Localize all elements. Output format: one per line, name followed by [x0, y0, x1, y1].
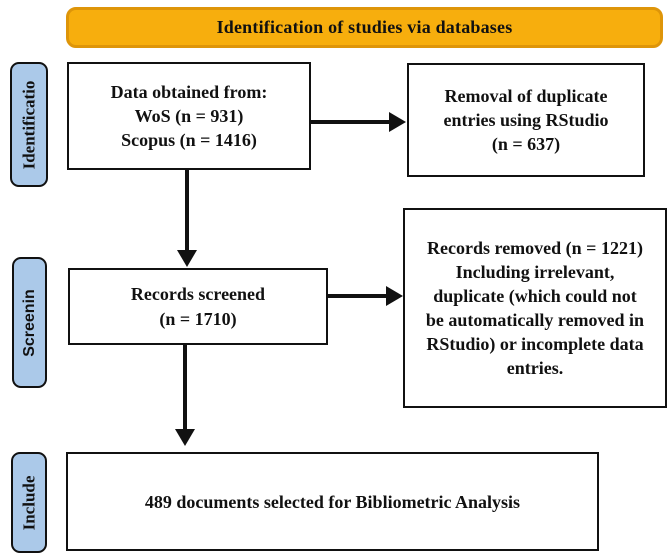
arrowhead-down-icon — [175, 429, 195, 446]
stage-label-identification: Identificatio — [10, 62, 48, 187]
box-duplicate-removal: Removal of duplicate entries using RStud… — [407, 63, 645, 177]
arrow-screened-to-removed-line — [328, 294, 386, 298]
arrowhead-right-icon — [389, 112, 406, 132]
arrow-data-to-screened-line — [185, 170, 189, 252]
box-data-obtained: Data obtained from: WoS (n = 931) Scopus… — [67, 62, 311, 170]
stage-label-screening: Screenin — [12, 257, 47, 388]
arrow-data-to-duplicates-line — [311, 120, 391, 124]
box-records-screened-line-1: Records screened — [130, 283, 266, 304]
box-records-removed-detail: Including irrelevant, duplicate (which c… — [425, 262, 645, 378]
box-records-removed: Records removed (n = 1221) Including irr… — [403, 208, 667, 408]
stage-label-included: Include — [11, 452, 47, 553]
stage-label-included-text: Include — [19, 475, 39, 530]
box-records-screened: Records screened (n = 1710) — [68, 268, 328, 345]
arrowhead-down-icon — [177, 250, 197, 267]
arrowhead-right-icon — [386, 286, 403, 306]
box-data-obtained-line-1: Data obtained from: — [110, 82, 268, 102]
box-duplicate-removal-text: Removal of duplicate entries using RStud… — [443, 86, 609, 154]
banner-title: Identification of studies via databases — [216, 17, 513, 37]
stage-label-identification-text: Identificatio — [19, 80, 38, 169]
stage-label-screening-text: Screenin — [20, 288, 38, 357]
arrow-screened-to-final-line — [183, 345, 187, 431]
box-records-removed-count: Records removed (n = 1221) — [427, 238, 643, 258]
box-data-obtained-line-3: Scopus (n = 1416) — [121, 130, 257, 150]
box-data-obtained-line-2: WoS (n = 931) — [134, 106, 244, 126]
box-final-selection-text: 489 documents selected for Bibliometric … — [144, 491, 521, 512]
banner-identification-of-studies: Identification of studies via databases — [66, 7, 663, 48]
box-final-selection: 489 documents selected for Bibliometric … — [66, 452, 599, 551]
box-records-screened-line-2: (n = 1710) — [159, 308, 237, 329]
